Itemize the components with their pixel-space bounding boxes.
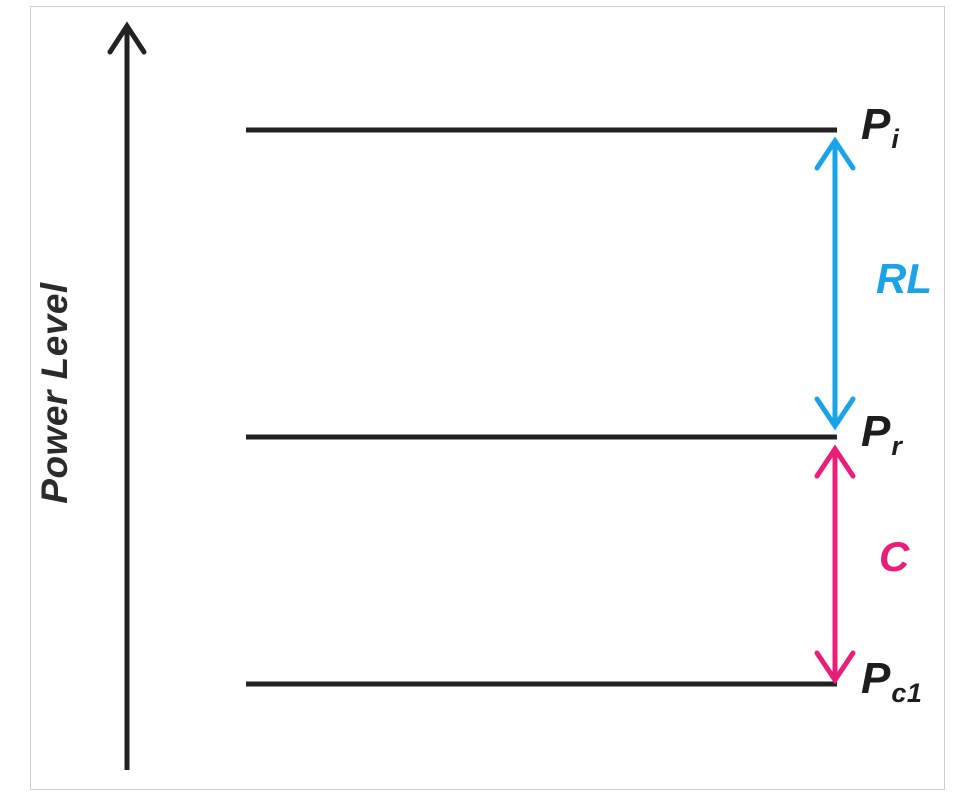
level-symbol-pc1: P [861, 654, 891, 703]
axis-title: Power Level [34, 282, 75, 504]
connector-loss-arrow [814, 444, 856, 685]
level-subscript-pc1: c1 [891, 678, 923, 708]
level-label-pr: Pr [861, 407, 902, 460]
level-symbol-pi: P [861, 100, 891, 149]
axis-arrowhead-icon [107, 21, 147, 55]
rl-arrowhead-down-icon [814, 396, 856, 431]
rl-arrowhead-up-icon [814, 136, 856, 171]
power-level-axis [107, 21, 147, 770]
return-loss-arrow [814, 136, 856, 431]
level-symbol-pr: P [861, 407, 891, 456]
level-label-pc1: Pc1 [861, 654, 922, 707]
level-label-pi: Pi [861, 100, 899, 153]
measure-label-rl: RL [876, 255, 932, 302]
figure-frame [30, 6, 945, 790]
c-arrowhead-down-icon [814, 650, 856, 685]
c-arrowhead-up-icon [814, 444, 856, 479]
level-subscript-pi: i [891, 124, 900, 154]
measure-label-c: C [879, 533, 910, 580]
level-subscript-pr: r [891, 431, 903, 461]
